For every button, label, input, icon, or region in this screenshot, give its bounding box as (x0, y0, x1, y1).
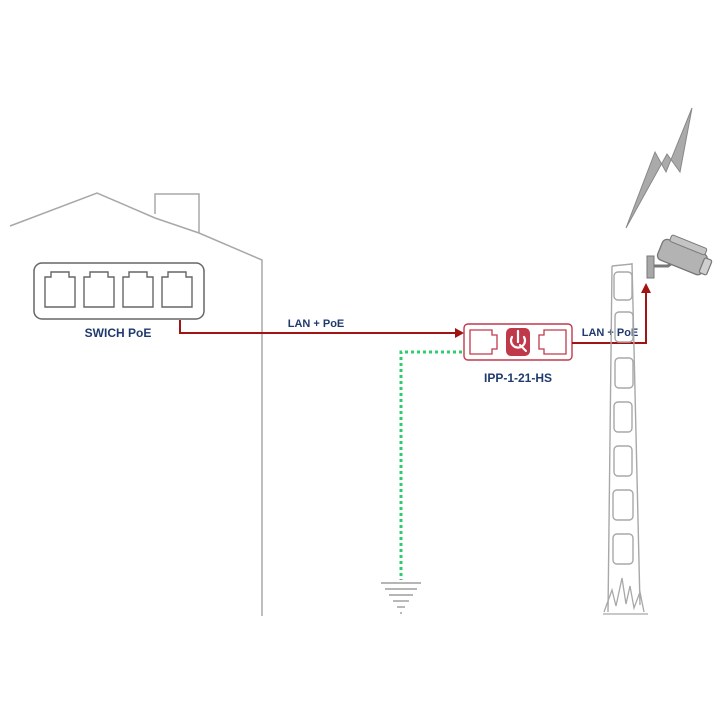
switch-label: SWICH PoE (85, 326, 152, 340)
lightning-bolt-icon (625, 107, 693, 229)
surge-protector-device (463, 323, 573, 361)
cable-device-to-camera (572, 283, 651, 344)
link-label-right: LAN + PoE (582, 327, 639, 339)
ground-wire (399, 350, 462, 580)
power-icon (506, 328, 530, 356)
switch-port (44, 271, 193, 308)
camera-icon (646, 234, 713, 279)
grass-icon (603, 577, 648, 615)
link-label-left: LAN + PoE (288, 318, 345, 330)
ground-icon (381, 582, 421, 614)
poe-switch (33, 262, 205, 320)
device-label: IPP-1-21-HS (484, 371, 552, 385)
cable-switch-to-device (179, 320, 464, 338)
mast (607, 262, 641, 613)
house-outline (9, 192, 263, 616)
device-port-icon (469, 329, 567, 355)
